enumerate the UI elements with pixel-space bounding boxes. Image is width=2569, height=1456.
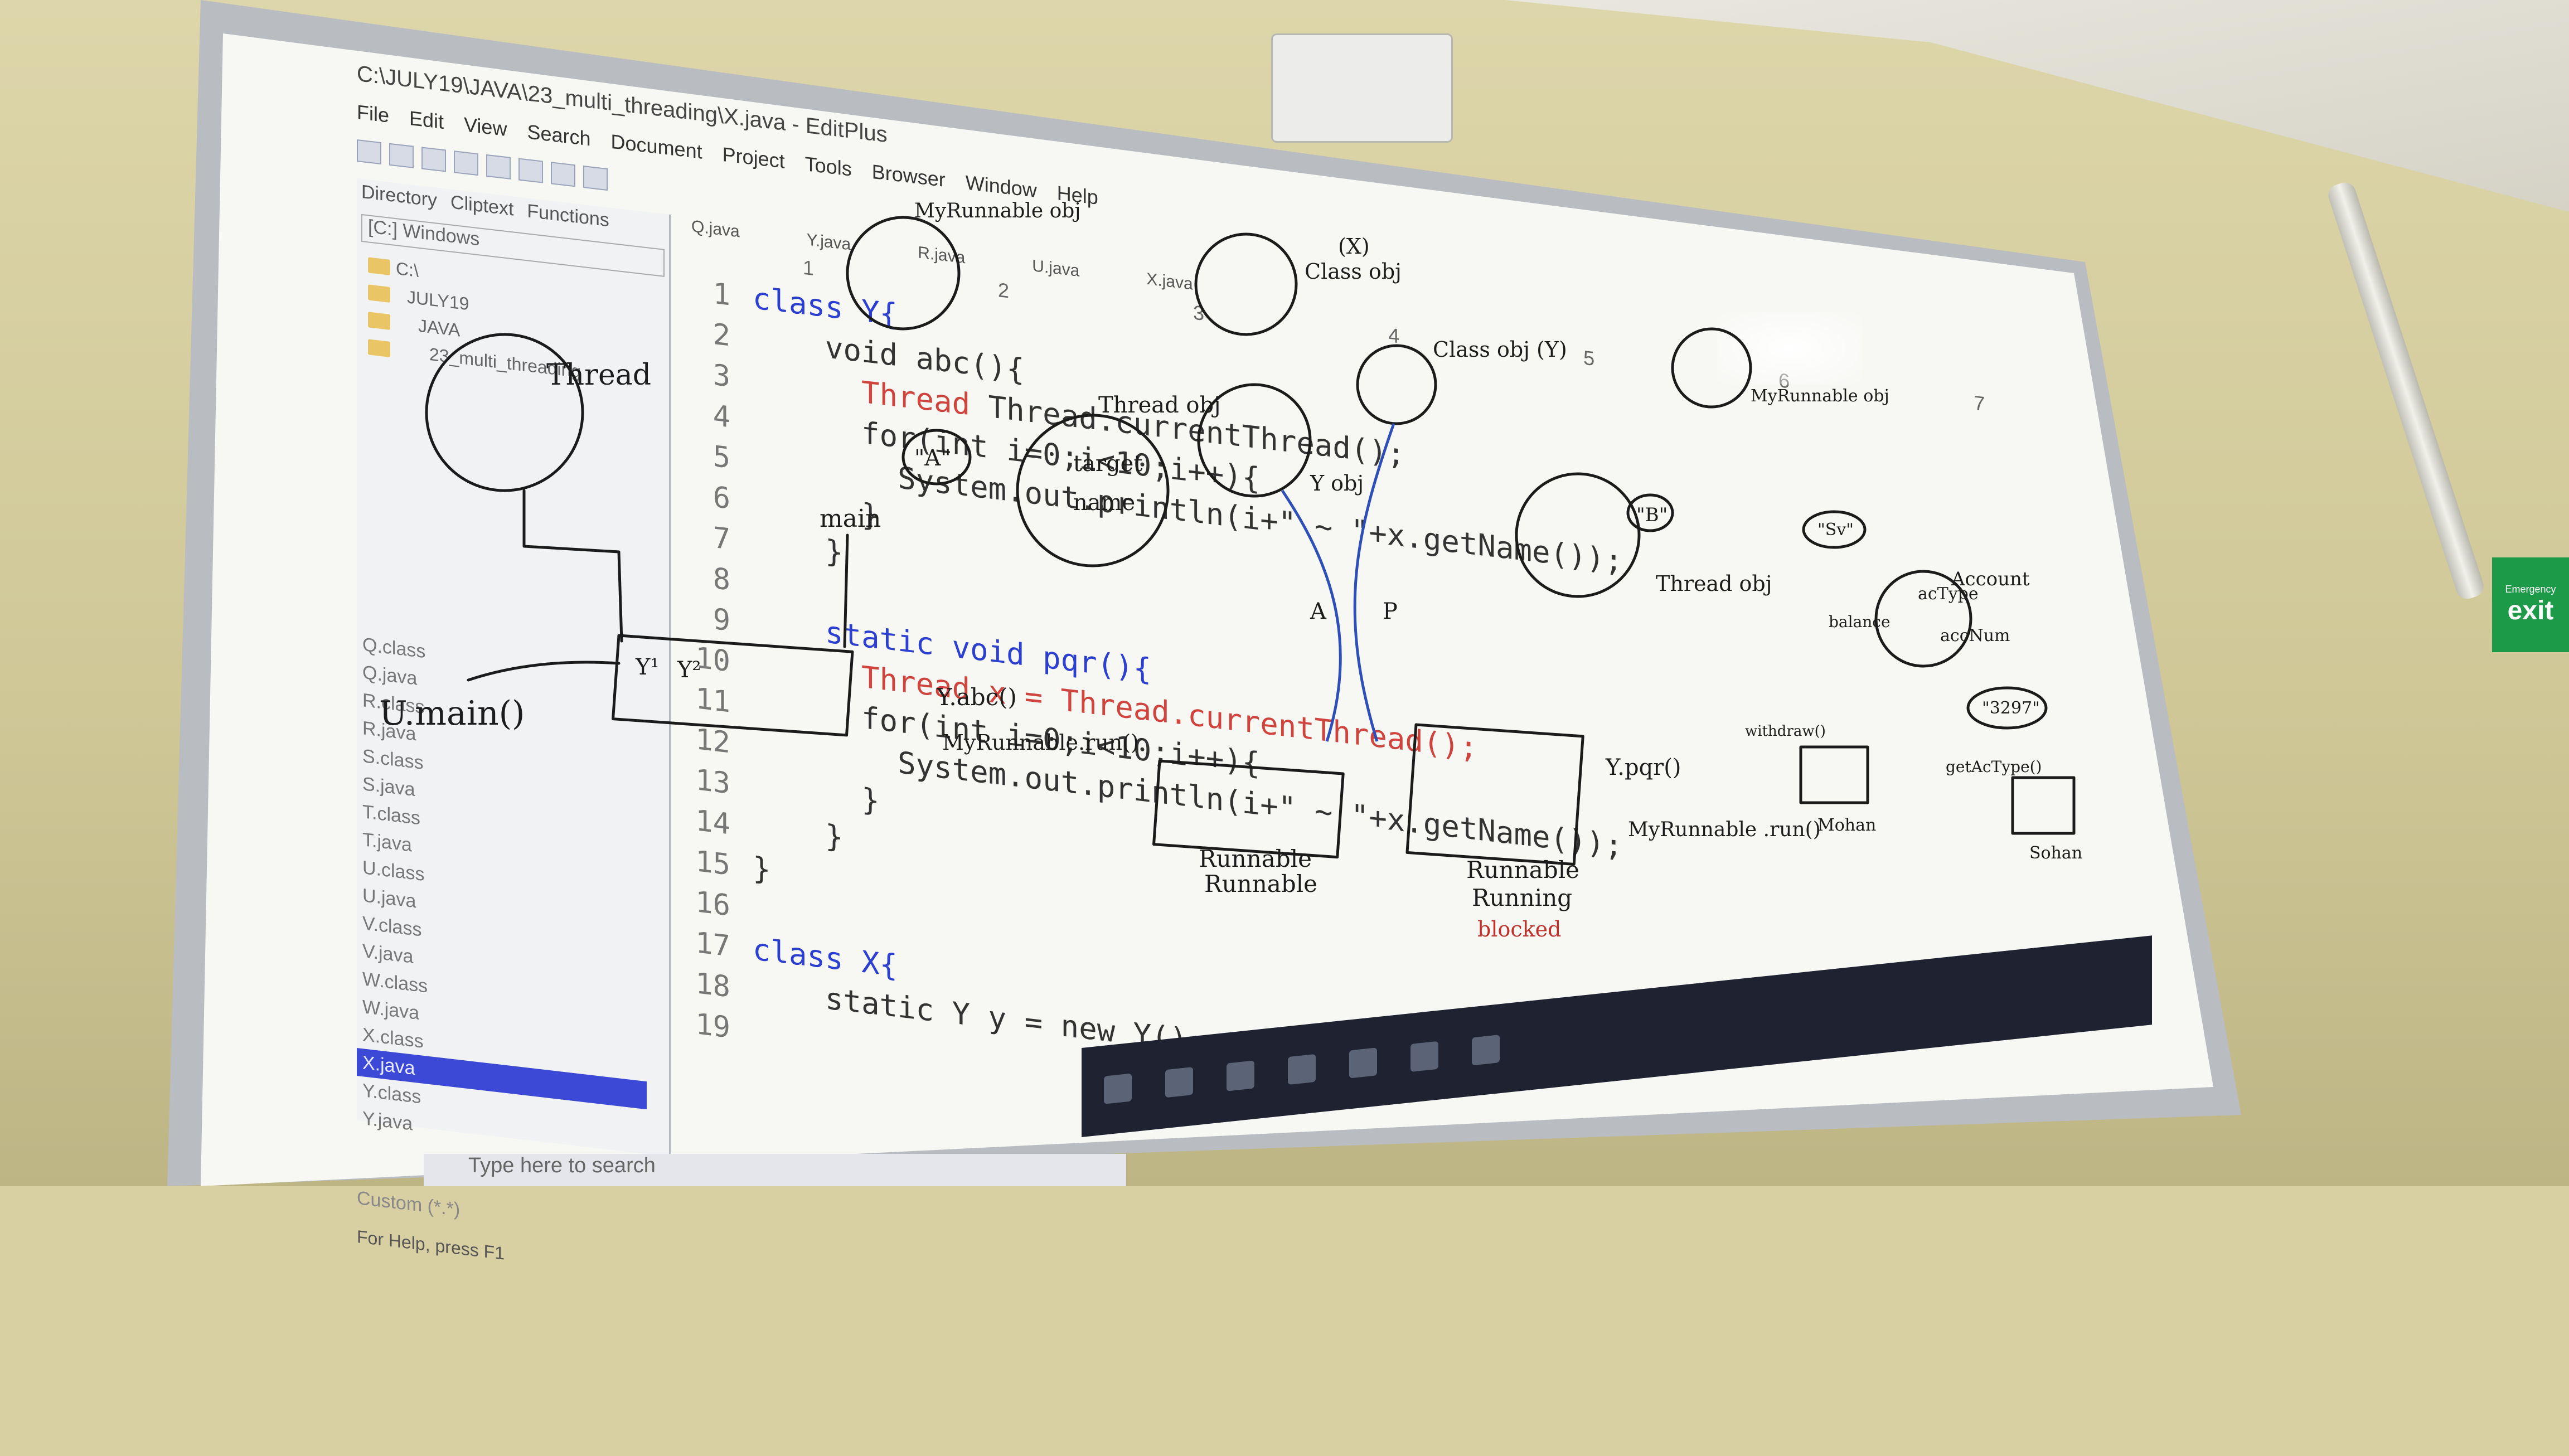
myrunnable-right-label: MyRunnable obj [1751,386,1889,406]
p-label: P [1383,599,1398,624]
blocked-label: blocked [1477,917,1561,941]
class-obj-y: Class obj (Y) [1433,337,1567,362]
thread-obj-label: Thread obj [1098,392,1221,418]
b-string: "B" [1636,504,1668,526]
b-string-bubble [1626,493,1674,532]
thread-obj-right-circle [1515,472,1641,598]
y2-label: Y² [677,657,701,683]
light-glare [1717,312,1862,385]
u-main-arrow [467,661,621,682]
myrunnable-circle [846,216,961,331]
class-obj-y-circle [1356,344,1437,425]
exit-sign-text: exit [2507,596,2554,625]
class-obj-x: Class obj [1305,259,1402,284]
myrunnable-run-label: MyRunnable.run() [942,730,1139,755]
wall-speaker-box [1271,33,1453,143]
sohan-label: Sohan [2029,843,2082,863]
x-paren-label: (X) [1338,234,1370,259]
getactype-label: getAcType() [1946,758,2042,776]
y1-label: Y¹ [635,654,659,680]
taskbar-search[interactable]: Type here to search [424,1154,1126,1186]
stack-box [612,634,854,737]
mohan-label: Mohan [1817,816,1876,835]
myrunnable-right-circle [1671,327,1752,409]
name-label: name [1073,490,1135,516]
sv-string: "Sv" [1817,520,1854,540]
y-obj-circle [1197,383,1312,498]
runnable-label-2: Runnable [1204,870,1317,897]
handwriting-overlay: Thread Y¹ Y² U.main() main MyRunnable ob… [379,200,2082,941]
a-string-bubble [901,429,972,486]
runnable-label-3: Runnable [1466,856,1579,884]
target-label: target [1073,451,1142,477]
exit-sign-top: Emergency [2505,584,2556,595]
runnable-label-1: Runnable [1199,845,1312,872]
blue-arrow-1 [1281,489,1342,742]
exit-sign: Emergency exit [2492,557,2569,652]
y-abc-label: Y.abc() [936,683,1017,711]
thread-label: Thread [546,358,651,392]
running-stack-p [1405,723,1584,866]
main-line [843,533,849,648]
sohan-stack [2011,776,2076,835]
a-label: A [1310,599,1327,624]
accnum-label: accNum [1940,626,2010,646]
y-pqr-label: Y.pqr() [1605,755,1681,780]
num-string: "3297" [1982,698,2040,718]
myrunnable-obj-label: MyRunnable obj [914,200,1081,222]
u-main-label: U.main() [379,694,525,733]
sv-bubble [1802,510,1867,549]
running-label: Running [1472,884,1572,911]
thread-link-line [522,489,623,643]
y-obj-label: Y obj [1310,471,1364,496]
mohan-stack [1799,745,1869,804]
actype-label: acType [1918,584,1979,604]
withdraw-label: withdraw() [1745,723,1826,740]
myrunnable-run-label-2: MyRunnable .run() [1628,818,1821,841]
account-circle [1874,570,1972,668]
thread-obj-right-label: Thread obj [1656,571,1772,596]
blue-arrow-2 [1353,423,1395,742]
a-string: "A" [914,445,951,471]
num-bubble [1966,686,2048,730]
runnable-stack-a [1152,759,1345,859]
account-label: Account [1951,568,2030,590]
class-obj-x-circle [1194,232,1298,336]
thread-object-circle [425,333,584,492]
thread-obj-circle [1016,414,1170,567]
balance-label: balance [1829,613,1891,631]
main-label: main [820,504,881,533]
